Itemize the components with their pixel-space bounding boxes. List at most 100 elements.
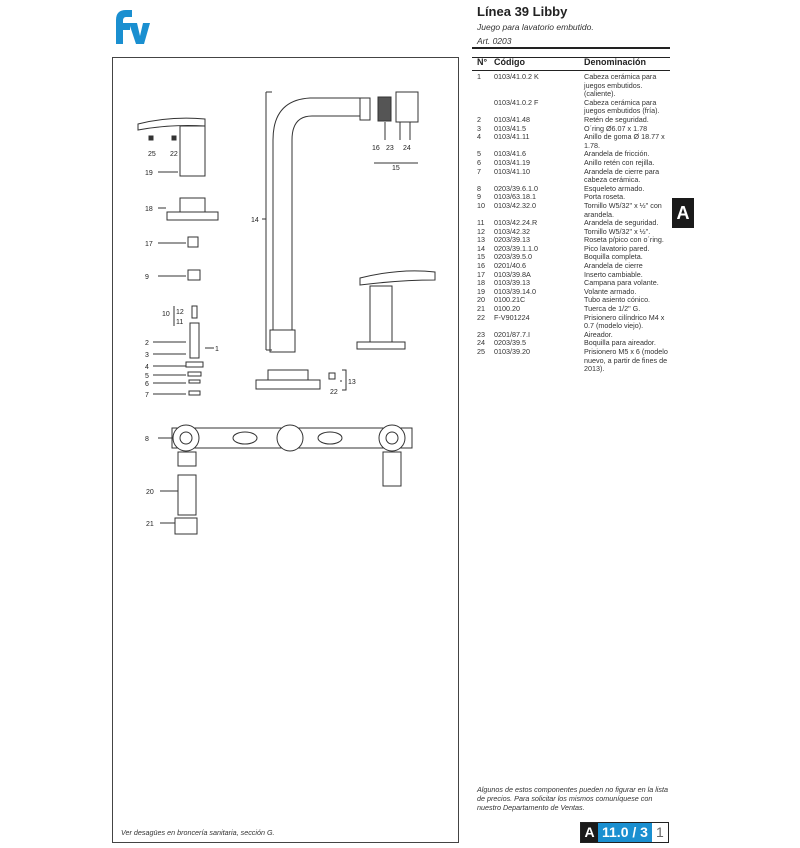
part-code: 0103/41.6 — [494, 149, 526, 159]
callout-label: 25 — [148, 151, 156, 158]
part-number: 5 — [477, 149, 481, 159]
callout-label: 16 — [372, 145, 380, 152]
part-code: 0103/41.19 — [494, 157, 530, 167]
part-name: Pico lavatorio pared. — [584, 243, 650, 253]
part-code: 0103/41.10 — [494, 166, 530, 176]
part-number: 11 — [477, 218, 485, 228]
fv-logo — [116, 10, 150, 44]
table-row: 13 0203/39.13 Roseta p/pico con o´ring. — [477, 236, 672, 245]
part-code: 0103/42.32.0 — [494, 200, 536, 210]
table-top-rule — [472, 57, 670, 58]
part-name: Arandela de seguridad. — [584, 218, 659, 228]
part-code: 0100.21C — [494, 295, 526, 305]
drain-note: Ver desagües en broncería sanitaria, sec… — [121, 828, 275, 837]
part-code: 0203/39.6.1.0 — [494, 183, 538, 193]
callout-label: 11 — [176, 319, 183, 326]
part-name: Arandela de cierre — [584, 261, 643, 271]
part-number: 23 — [477, 329, 485, 339]
insert-part — [187, 236, 199, 248]
part-name: Prisionero cilíndrico M4 x 0.7 (modelo v… — [584, 312, 665, 331]
callout-label: 9 — [145, 274, 149, 281]
part-name: Tornillo W5/32" x ½". — [584, 226, 651, 236]
callout-label: 12 — [176, 309, 184, 316]
callout-label: 1 — [215, 346, 219, 353]
callout-label: 4 — [145, 364, 149, 371]
part-number: 16 — [477, 261, 485, 271]
part-code: 0103/41.0.2 K — [494, 72, 539, 81]
part-code: 0203/39.13 — [494, 235, 530, 245]
part-code: 0203/39.1.1.0 — [494, 243, 538, 253]
callout-label: 7 — [145, 392, 149, 399]
header-rule — [472, 47, 670, 49]
callout-label: 24 — [403, 145, 411, 152]
part-name: Arandela de cierre para cabeza cerámica. — [584, 166, 660, 185]
part-name: Cabeza cerámica para juegos embutidos. (… — [584, 72, 657, 99]
part-name: Volante armado. — [584, 286, 637, 296]
callout-label: 21 — [146, 521, 154, 528]
callout-label: 18 — [145, 206, 153, 213]
callout-label: 5 — [145, 373, 149, 380]
part-name: Anillo de goma Ø 18.77 x 1.78. — [584, 132, 665, 150]
part-number: 13 — [477, 235, 485, 245]
part-number: 6 — [477, 157, 481, 167]
bell-part — [166, 197, 219, 221]
part-code: 0103/39.8A — [494, 269, 531, 279]
callout-label: 8 — [145, 436, 149, 443]
part-code: 0103/39.13 — [494, 278, 530, 288]
table-row: 11 0103/42.24.R Arandela de seguridad. — [477, 218, 672, 228]
part-number: 12 — [477, 226, 485, 236]
availability-note: Algunos de estos componentes pueden no f… — [477, 785, 668, 812]
part-name: Inserto cambiable. — [584, 269, 643, 279]
right-handle-part — [356, 270, 436, 350]
part-number: 7 — [477, 166, 481, 176]
part-code: 0103/39.20 — [494, 347, 530, 356]
table-row: 14 0203/39.1.1.0 Pico lavatorio pared. — [477, 243, 672, 254]
col-header-n: N° — [477, 57, 488, 67]
col-header-name: Denominación — [584, 57, 647, 67]
callout-label: 3 — [145, 352, 149, 359]
page-indicator: A 11.0 / 3 1 — [580, 822, 669, 843]
callout-label: 13 — [348, 379, 356, 386]
page-code: 11.0 / 3 — [598, 823, 652, 842]
part-number: 2 — [477, 114, 481, 124]
part-number: 25 — [477, 347, 485, 356]
spout-rosette-part — [255, 369, 347, 391]
part-code: 0103/41.0.2 F — [494, 97, 539, 107]
part-number: 9 — [477, 192, 481, 202]
callout-label: 14 — [251, 217, 259, 224]
part-code: 0100.20 — [494, 304, 520, 314]
part-code: 0201/87.7.I — [494, 329, 530, 339]
part-code: 0103/41.48 — [494, 114, 530, 124]
part-number: 15 — [477, 252, 485, 262]
callout-label: 19 — [145, 170, 153, 177]
part-name: Tubo asiento cónico. — [584, 295, 651, 305]
part-code: 0103/42.24.R — [494, 218, 538, 228]
table-row: 2 0103/41.48 Retén de seguridad. — [477, 114, 672, 125]
part-name: Retén de seguridad. — [584, 114, 649, 124]
callout-label: 22 — [330, 389, 338, 396]
rosette-holder-part — [187, 269, 201, 281]
section-tab: A — [672, 198, 694, 228]
part-name: Roseta p/pico con o´ring. — [584, 235, 664, 245]
part-number: 14 — [477, 243, 485, 253]
part-number: 21 — [477, 304, 485, 314]
part-number: 4 — [477, 132, 481, 142]
part-code: 0103/39.14.0 — [494, 286, 536, 296]
part-number: 3 — [477, 123, 481, 133]
